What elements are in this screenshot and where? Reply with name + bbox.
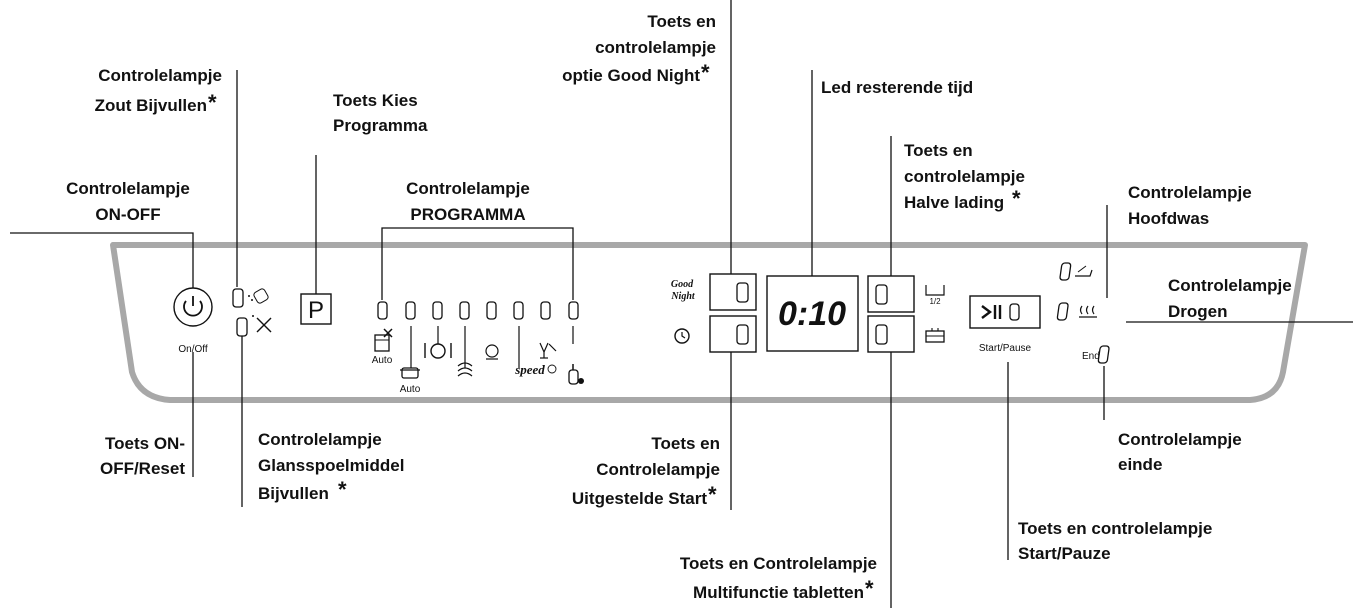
label-kies-1: Toets Kies [333, 91, 418, 110]
end-text: End [1082, 351, 1100, 362]
on-off-text: On/Off [178, 344, 207, 355]
label-programma-2: PROGRAMMA [410, 205, 525, 224]
label-kies-2: Programma [333, 116, 428, 135]
label-halve-3: Halve lading [904, 193, 1004, 212]
program-lamp [540, 301, 551, 320]
program-lamps [377, 301, 579, 320]
auto-text-2: Auto [400, 384, 421, 395]
label-uitgesteld-1: Toets en [651, 434, 720, 453]
label-startpauze-2: Start/Pauze [1018, 544, 1111, 563]
speed-icon: speed [514, 362, 557, 377]
label-halve-2: controlelampje [904, 167, 1025, 186]
good-night-icon: Good Night [670, 279, 696, 302]
crystal-icon [539, 342, 557, 359]
label-einde-2: einde [1118, 455, 1162, 474]
program-select-button[interactable]: P [300, 293, 332, 325]
star-halve: * [1012, 186, 1021, 211]
program-lamp [432, 301, 443, 320]
baby-bottle-icon [568, 364, 584, 385]
end-lamp [1097, 345, 1110, 364]
label-goodnight-1: Toets en [647, 12, 716, 31]
half-load-icon: 1/2 [925, 285, 945, 306]
label-uitgesteld-2: Controlelampje [596, 460, 720, 479]
label-einde-1: Controlelampje [1118, 430, 1242, 449]
salt-lamp [232, 288, 244, 308]
tablet-icon [925, 328, 945, 343]
eco-50-icon [485, 344, 499, 360]
label-hoofdwas-1: Controlelampje [1128, 183, 1252, 202]
label-startpauze-1: Toets en controlelampje [1018, 519, 1212, 538]
good-night-button[interactable] [709, 273, 757, 311]
power-icon [183, 296, 203, 317]
speed-text: speed [514, 362, 545, 377]
label-halve-1: Toets en [904, 141, 973, 160]
program-lamp [405, 301, 416, 320]
rinse-aid-icon [252, 315, 272, 333]
star-multi: * [865, 576, 874, 601]
drying-icon [1079, 305, 1097, 318]
label-onoff-lamp-1: Controlelampje [66, 179, 190, 198]
start-pause-text: Start/Pause [979, 343, 1032, 354]
display-time: 0:10 [778, 295, 846, 333]
good-night-text-2: Night [670, 291, 696, 302]
intensive-icon [424, 343, 452, 359]
star-uitgesteld: * [708, 482, 717, 507]
program-lamp [486, 301, 497, 320]
delay-start-button[interactable] [709, 315, 757, 353]
salt-icon [248, 288, 269, 304]
label-glans-1: Controlelampje [258, 430, 382, 449]
start-pause-button[interactable] [969, 295, 1041, 329]
label-multi-1: Toets en Controlelampje [680, 554, 877, 573]
callout-labels: Controlelampje Zout Bijvullen * Toets Ki… [66, 12, 1292, 602]
auto-wash-icon [374, 328, 393, 352]
good-night-text-1: Good [671, 279, 694, 290]
label-onoff-lamp-2: ON-OFF [95, 205, 160, 224]
label-zout-2: Zout Bijvullen [95, 96, 207, 115]
delay-clock-icon [674, 328, 690, 344]
star-zout: * [208, 90, 217, 115]
label-programma-1: Controlelampje [406, 179, 530, 198]
half-load-button[interactable] [867, 275, 915, 313]
label-led-tijd: Led resterende tijd [821, 78, 973, 97]
label-glans-2: Glansspoelmiddel [258, 456, 404, 475]
drying-lamp [1056, 302, 1069, 321]
leader-lines [10, 0, 1353, 608]
main-wash-icon [1075, 265, 1093, 277]
label-drogen-2: Drogen [1168, 302, 1228, 321]
label-uitgesteld-3: Uitgestelde Start [572, 489, 707, 508]
start-pause-icon [981, 303, 1020, 321]
time-display: 0:10 [766, 275, 859, 352]
program-lamp [377, 301, 388, 320]
label-drogen-1: Controlelampje [1168, 276, 1292, 295]
multi-tablet-button[interactable] [867, 315, 915, 353]
label-multi-2: Multifunctie tabletten [693, 583, 864, 602]
label-onoff-reset-1: Toets ON- [105, 434, 185, 453]
label-hoofdwas-2: Hoofdwas [1128, 209, 1209, 228]
program-lamp [459, 301, 470, 320]
on-off-button[interactable] [173, 287, 213, 327]
auto-pot-icon [400, 367, 420, 379]
program-lamp [513, 301, 524, 320]
label-glans-3: Bijvullen [258, 484, 329, 503]
star-glans: * [338, 477, 347, 502]
program-lamp [568, 301, 579, 320]
label-goodnight-2: controlelampje [595, 38, 716, 57]
star-goodnight: * [701, 60, 710, 85]
program-button-letter: P [308, 297, 324, 324]
label-zout-1: Controlelampje [98, 66, 222, 85]
eco-icon [457, 362, 473, 377]
auto-text: Auto [372, 355, 393, 366]
main-wash-lamp [1059, 262, 1072, 281]
rinse-aid-lamp [236, 317, 248, 337]
half-load-text: 1/2 [929, 297, 941, 306]
label-onoff-reset-2: OFF/Reset [100, 459, 185, 478]
label-goodnight-3: optie Good Night [562, 66, 700, 85]
